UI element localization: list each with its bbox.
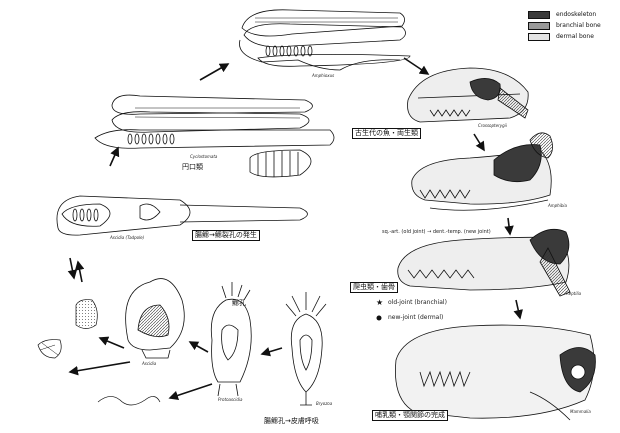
box-ascidia-caption: 腸鰓→鰓裂孔の発生 [192,230,260,241]
label-crossopterygii: Crossopterygii [478,124,507,128]
box-crossopterygii-caption: 古生代の魚・両生類 [352,128,421,139]
label-cyclostomata: Cyclostomata [190,155,217,159]
old-joint-label: old-joint (branchial) [388,300,447,306]
legend-swatch-branchial [528,22,550,30]
legend-swatch-endoskeleton [528,11,550,19]
reptilia-skull [398,229,570,296]
legend-label: branchial bone [556,22,601,29]
label-ascidia-tadpole: Ascidia (Tadpole) [110,236,144,240]
ascidia-adult-figure [126,279,185,358]
arrow-protoascidia-to-worm [170,384,212,398]
amphibia-skull [412,133,553,210]
cyclostome-figure [95,95,334,148]
label-bryozoa: Bryozoa [316,402,332,406]
legend-label: dermal bone [556,33,594,40]
arrow-crossopterygii-to-amphibia [474,134,484,150]
label-mammalia: Mammalia [570,410,591,414]
arrow-to-cyclostome [110,148,118,166]
new-joint-dot-icon [377,316,382,321]
label-ascidia-adult: Ascidia [142,362,156,366]
mammalia-skull [395,325,595,420]
arrow-amphibia-to-reptilia [508,218,510,234]
amphioxus-figure [239,10,410,70]
box-reptilia-caption: 爬虫類・歯骨 [350,282,398,293]
arrow-adult-to-colony [100,338,124,348]
arrow-adult-to-worm [70,362,130,372]
label-amphibia: Amphibia [548,204,567,208]
arrow-reptilia-to-mammalia [516,300,520,318]
legend-label: endoskeleton [556,11,596,18]
label-gill-hole: 鰓孔 [232,300,246,307]
bryozoa-figure [286,292,326,405]
arrow-to-amphioxus [200,64,228,80]
legend-swatch-dermal [528,33,550,41]
label-amphioxus: Amphioxus [312,74,334,78]
bottom-caption: 腸鰓孔→皮膚呼吸 [264,418,319,425]
jaw-note: sq.-art. (old joint) → dent.-temp. (new … [382,230,491,235]
label-cyclostome-jp: 円口類 [182,164,203,171]
old-joint-star-icon: ★ [376,298,383,307]
crossopterygii-skull [408,68,529,122]
box-mammalia-caption: 哺乳類・顎関節の完成 [372,410,448,421]
label-reptilia: Reptilia [566,292,581,296]
gill-basket-figure [250,150,311,177]
new-joint-label: new-joint (dermal) [388,315,443,321]
ascidia-tadpole-figure [57,196,308,235]
arrow-down-ascidia [70,258,74,278]
arrow-protoascidia-to-adult [190,342,208,352]
label-protoascidia: Protoascidia [218,398,242,402]
arrow-amphioxus-to-crossopterygii [404,58,428,74]
arrow-up-ascidia [78,262,82,282]
arrow-bryozoa-to-protoascidia [262,348,282,354]
